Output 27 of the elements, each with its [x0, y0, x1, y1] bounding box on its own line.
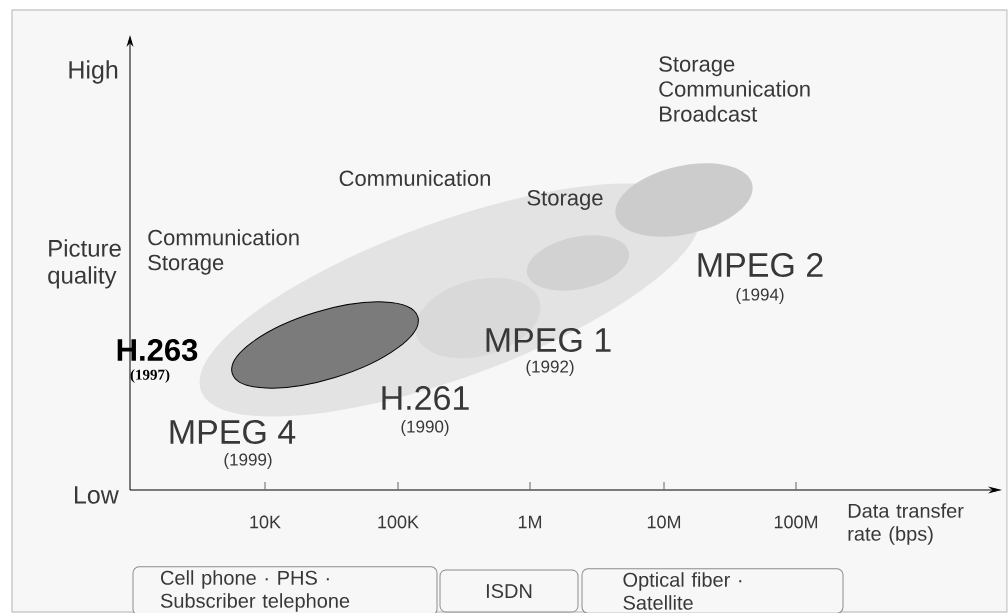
category-box: Optical fiber · Satellite — [581, 568, 844, 613]
axis-label: Low — [75, 486, 119, 504]
category-box: Cell phone · PHS · Subscriber telephone — [132, 566, 438, 613]
axis-label: High — [69, 60, 118, 84]
year-label: (1999) — [224, 453, 272, 469]
axis-label: Picture quality — [48, 239, 121, 289]
standard-label: MPEG 2 — [698, 252, 823, 278]
tick-label: 1M — [518, 515, 542, 529]
standard-label: MPEG 1 — [486, 327, 611, 353]
standard-label: H.263 — [117, 339, 198, 361]
standard-label: MPEG 4 — [170, 419, 296, 445]
usage-label: Storage Communication Broadcast — [659, 56, 810, 122]
ellipse-region — [615, 163, 753, 237]
tick-label: 100M — [774, 515, 818, 529]
tick-label: 100K — [378, 515, 419, 529]
axis-label: Data transfer rate (bps) — [848, 503, 964, 545]
year-label: (1992) — [526, 360, 574, 376]
year-label: (1994) — [736, 288, 784, 304]
tick-label: 10M — [647, 515, 681, 529]
year-label: (1997) — [130, 369, 170, 383]
category-box: ISDN — [439, 569, 579, 613]
usage-label: Communication Storage — [148, 229, 299, 275]
usage-label: Communication — [339, 169, 490, 187]
usage-label: Storage — [527, 190, 603, 210]
tick-label: 10K — [250, 515, 281, 529]
standard-label: H.261 — [382, 385, 469, 411]
year-label: (1990) — [401, 420, 449, 436]
